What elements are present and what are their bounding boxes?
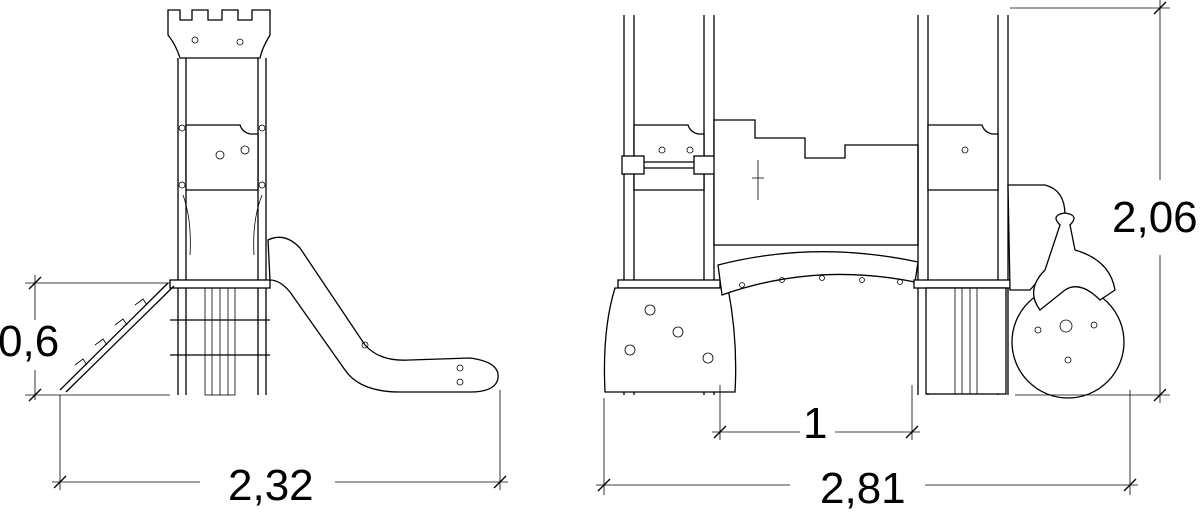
- platform-height-label: 0,6: [0, 317, 59, 366]
- bridge-panel: [713, 119, 919, 296]
- front-view: 1 2,81 2,06: [596, 0, 1198, 513]
- dimension-total-height: [1010, 0, 1170, 403]
- dimension-bridge-length: [712, 385, 920, 440]
- tower: [167, 9, 271, 396]
- dimension-total-width-front: [596, 390, 1138, 495]
- right-tower: [913, 15, 1015, 395]
- ladder: [59, 282, 175, 393]
- steering-wheel-panel: [1007, 184, 1125, 399]
- side-view: 0,6 2,32: [0, 9, 508, 510]
- side-width-label: 2,32: [228, 461, 314, 510]
- dimension-total-width-side: [52, 390, 508, 490]
- bridge-length-label: 1: [803, 399, 827, 448]
- left-tower: [603, 15, 737, 395]
- dimension-platform-height: [25, 275, 170, 402]
- front-width-label: 2,81: [820, 464, 906, 513]
- slide: [267, 236, 499, 393]
- total-height-label: 2,06: [1112, 193, 1198, 242]
